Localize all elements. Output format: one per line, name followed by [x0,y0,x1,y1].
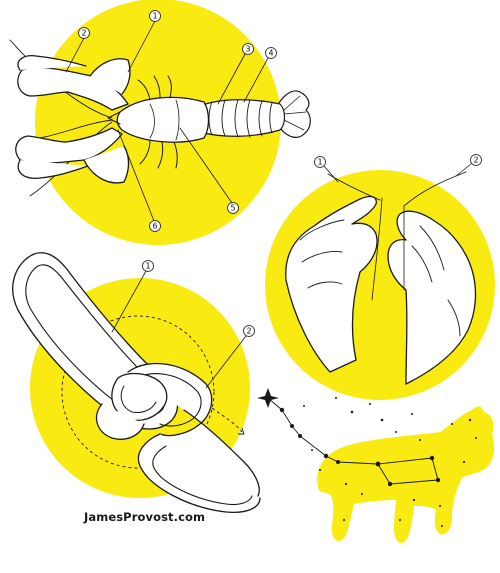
lobster-panel: 1 2 3 4 5 6 [9,0,311,245]
hands-panel: 1 2 [265,154,495,400]
lobster-abdomen [199,99,286,138]
dashed-guide-circle [61,315,215,469]
rubber-band-short [95,362,261,514]
hands-callouts: 1 2 [314,154,482,183]
bands-panel: 1 2 [12,252,261,514]
star-bright [257,388,279,408]
lobster-lower-claw [15,127,130,184]
site-credit: JamesProvost.com [84,510,206,524]
bear-silhouette [317,406,494,544]
right-hand [387,210,477,385]
callout-marker [242,43,254,55]
callout-marker [78,27,90,39]
callout-number: 3 [245,45,250,54]
callout-marker [470,154,482,166]
callout-marker [149,10,161,22]
left-hand [285,195,378,373]
thread [327,171,467,301]
constellation-panel [257,388,494,544]
callout-number: 6 [152,222,157,231]
callout-number: 2 [246,327,251,336]
callout-marker [149,220,161,232]
lobster-callouts: 1 2 3 4 5 6 [65,10,277,232]
callout-marker [314,156,326,168]
lobster-carapace [107,96,210,143]
callout-number: 1 [152,12,157,21]
lobster-legs [137,75,178,169]
constellation-stars [257,388,477,527]
callout-marker [265,47,277,59]
callout-number: 4 [268,49,273,58]
callout-marker [227,202,239,214]
callout-marker [243,325,255,337]
bands-callouts: 1 2 [111,260,255,389]
callout-number: 2 [473,156,478,165]
callout-number: 1 [317,158,322,167]
callout-number: 2 [81,29,86,38]
lobster-tail [275,90,311,138]
callout-number: 1 [145,262,150,271]
callout-number: 5 [230,204,235,213]
callout-marker [142,260,154,272]
